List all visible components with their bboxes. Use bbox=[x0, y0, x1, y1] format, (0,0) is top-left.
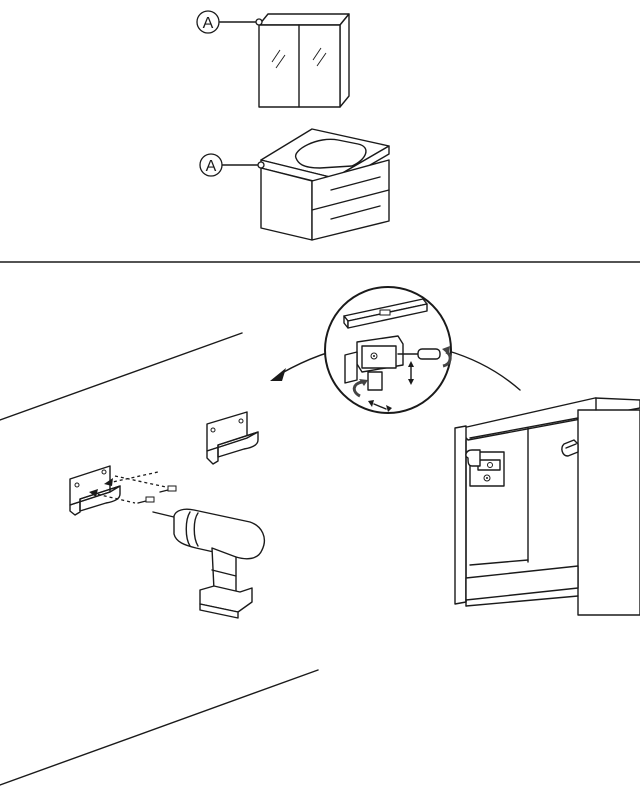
vanity-unit-callout: A bbox=[199, 153, 265, 177]
cabinet-hanger bbox=[344, 335, 404, 391]
arc-arrowhead bbox=[270, 368, 286, 381]
screw-upper bbox=[104, 471, 177, 493]
screw-lower bbox=[89, 489, 155, 504]
mirror-cabinet-callout: A bbox=[196, 10, 263, 34]
screw-guide bbox=[114, 475, 167, 488]
callout-dot bbox=[257, 161, 265, 169]
rotate-arrow-icon bbox=[352, 380, 363, 398]
wall-mounting-panel bbox=[0, 286, 640, 786]
callout-label: A bbox=[203, 15, 214, 32]
wall-bracket-upper bbox=[206, 411, 259, 465]
callout-circle bbox=[196, 10, 220, 34]
double-arrow-icon bbox=[368, 400, 392, 412]
cabinet-with-hangers bbox=[454, 397, 640, 616]
wall-edge-bottom bbox=[0, 669, 319, 786]
callout-dot bbox=[255, 18, 263, 26]
screwdriver bbox=[397, 348, 441, 360]
cordless-drill bbox=[152, 508, 266, 619]
mirror-cabinet-illustration bbox=[258, 13, 350, 108]
vanity-unit-illustration bbox=[260, 128, 390, 241]
callout-circle bbox=[199, 153, 223, 177]
product-overview-panel: A A bbox=[196, 10, 390, 241]
double-arrow-icon bbox=[408, 361, 414, 385]
cabinet-hanger-right bbox=[561, 439, 579, 457]
spirit-level bbox=[343, 298, 428, 329]
callout-label: A bbox=[206, 158, 217, 175]
wall-edge-top bbox=[0, 332, 243, 421]
detail-magnifier bbox=[324, 286, 452, 414]
cabinet-hanger-left bbox=[465, 449, 505, 487]
